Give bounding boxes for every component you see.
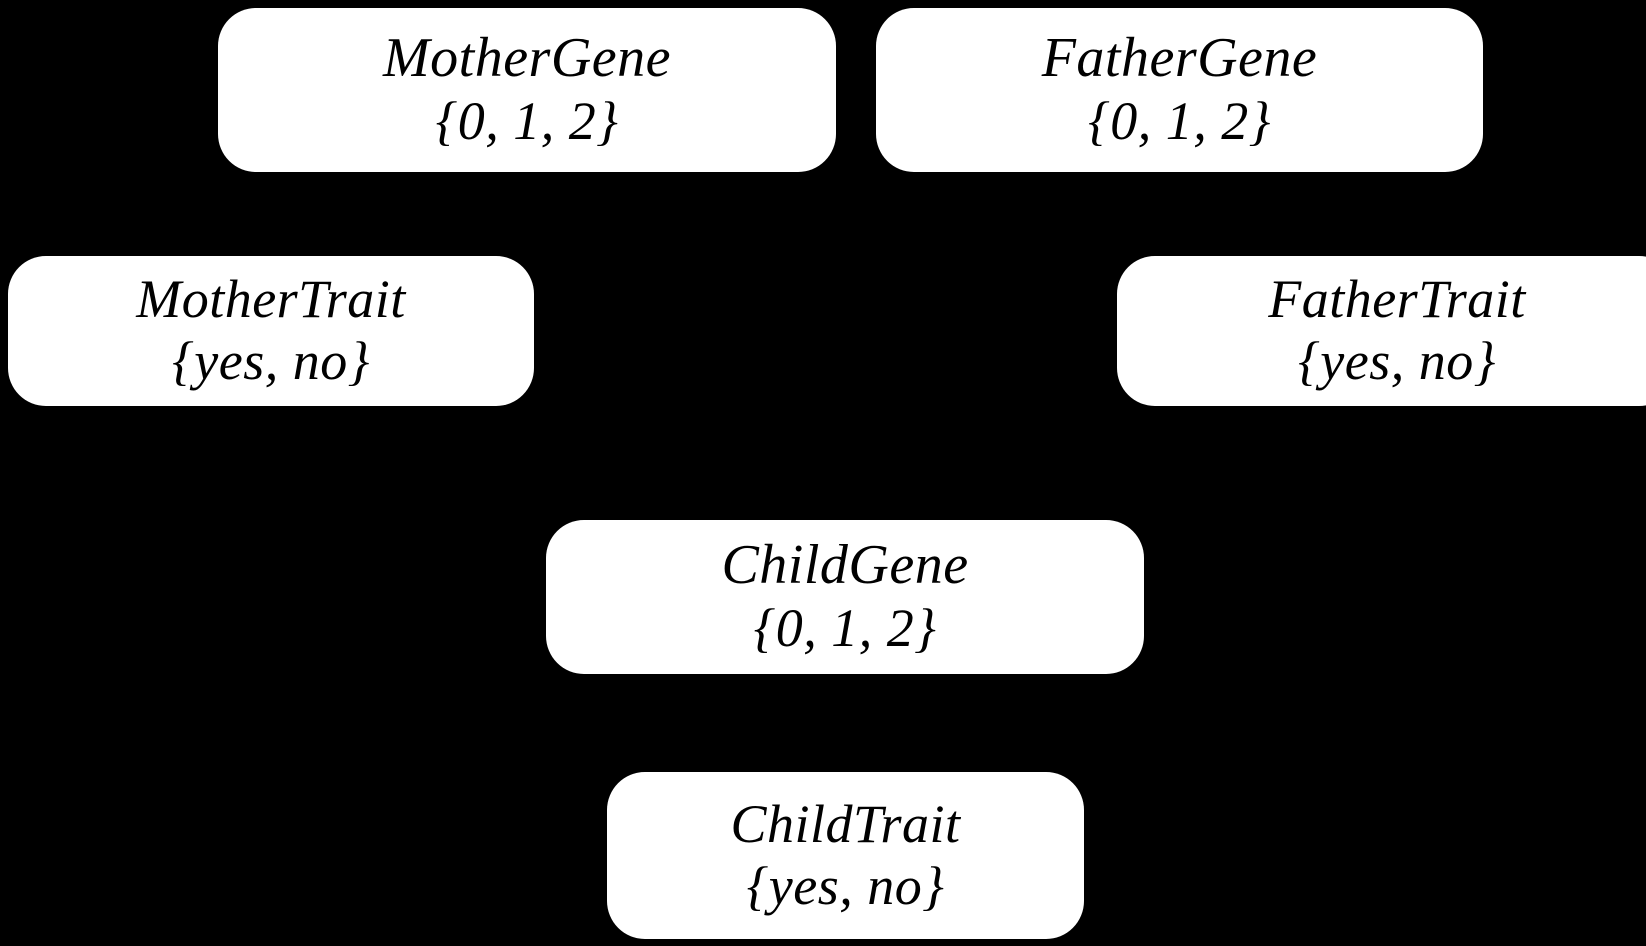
node-father-gene-domain: {0, 1, 2} — [1088, 91, 1271, 152]
node-child-trait-domain: {yes, no} — [746, 855, 945, 916]
node-child-gene-domain: {0, 1, 2} — [753, 598, 937, 659]
node-mother-trait[interactable]: MotherTrait {yes, no} — [8, 256, 534, 406]
node-father-gene-label: FatherGene — [1041, 27, 1318, 90]
node-child-gene[interactable]: ChildGene {0, 1, 2} — [546, 520, 1144, 674]
node-mother-trait-domain: {yes, no} — [172, 331, 370, 391]
node-child-gene-label: ChildGene — [721, 534, 969, 597]
node-father-trait-domain: {yes, no} — [1298, 331, 1496, 391]
node-father-trait-label: FatherTrait — [1268, 269, 1526, 330]
node-child-trait-label: ChildTrait — [730, 793, 961, 854]
node-mother-gene-label: MotherGene — [382, 27, 671, 90]
node-child-trait[interactable]: ChildTrait {yes, no} — [607, 772, 1084, 939]
node-father-trait[interactable]: FatherTrait {yes, no} — [1117, 256, 1646, 406]
node-mother-gene[interactable]: MotherGene {0, 1, 2} — [218, 8, 836, 172]
node-father-gene[interactable]: FatherGene {0, 1, 2} — [876, 8, 1483, 172]
node-mother-trait-label: MotherTrait — [136, 269, 406, 330]
node-mother-gene-domain: {0, 1, 2} — [435, 91, 619, 152]
